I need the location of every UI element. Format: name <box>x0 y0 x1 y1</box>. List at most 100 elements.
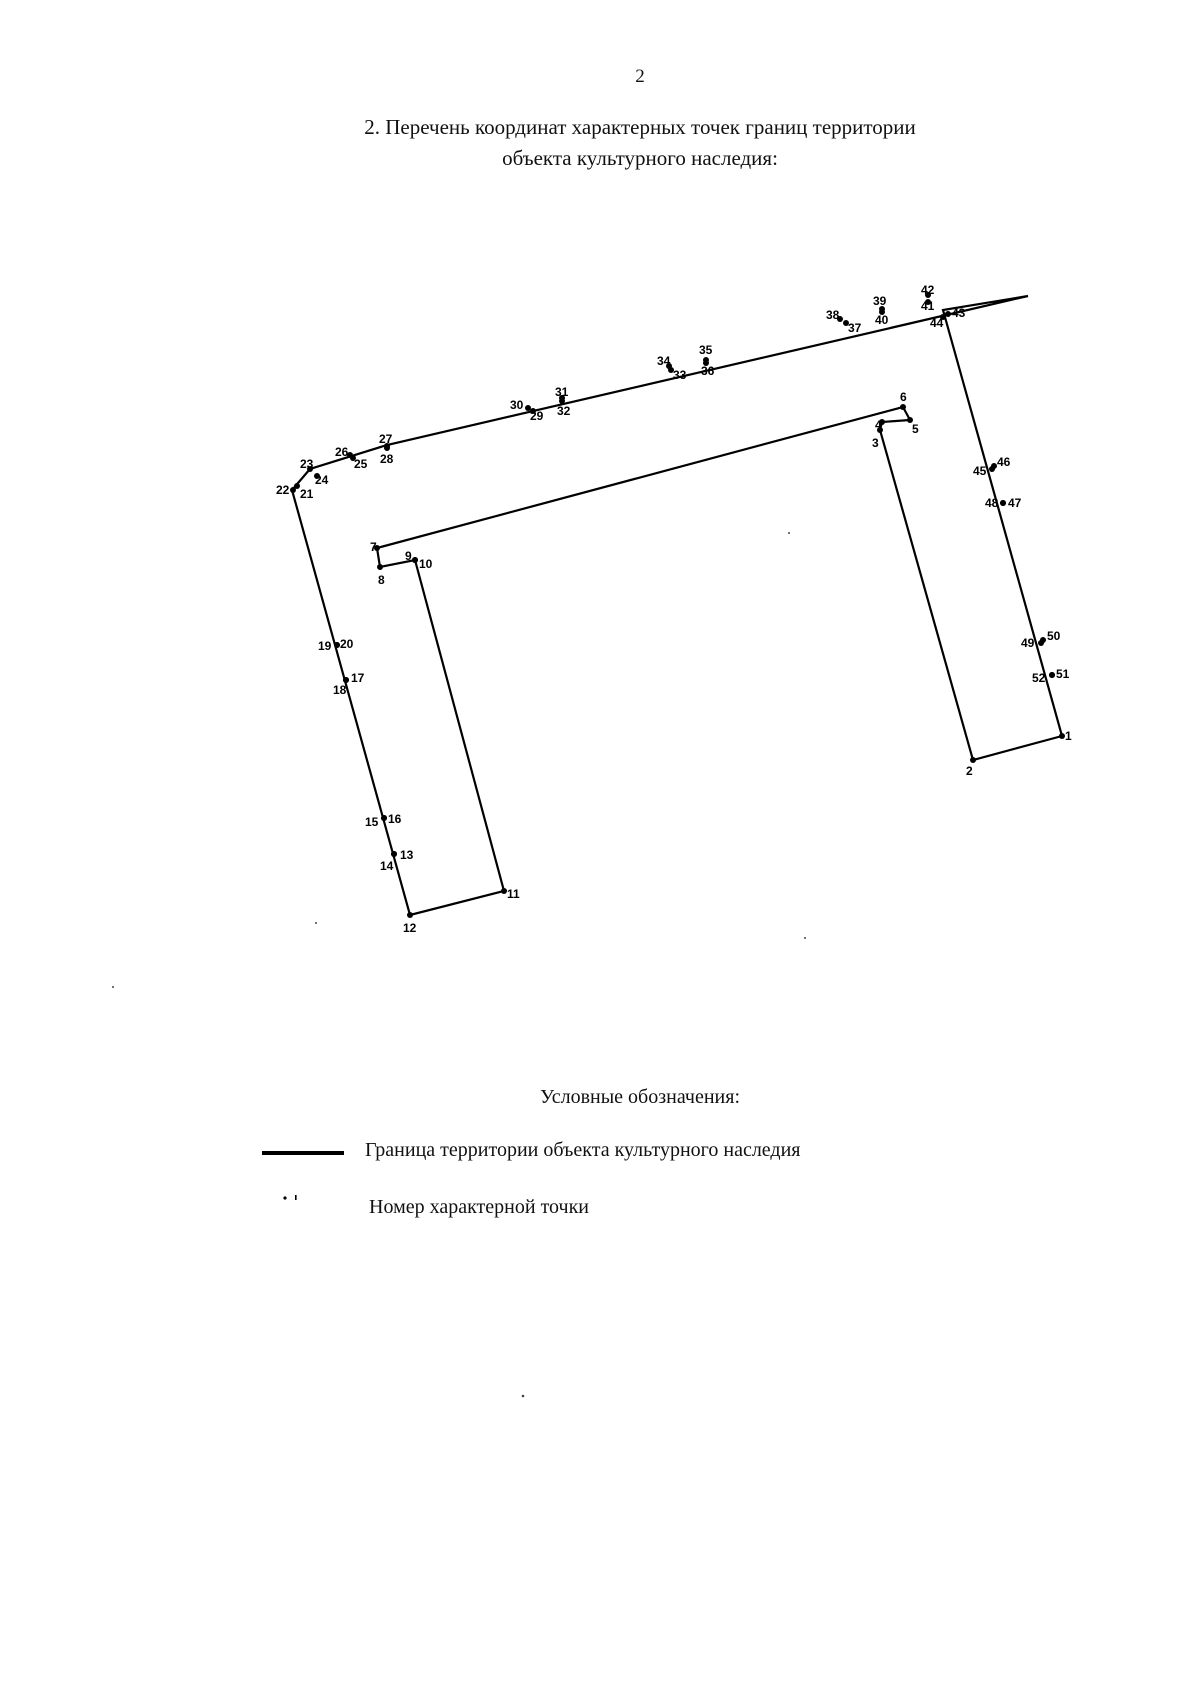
point-marker-10 <box>412 557 418 563</box>
point-marker-22 <box>290 487 296 493</box>
point-markers <box>290 292 1065 918</box>
point-label-3: 3 <box>872 436 879 450</box>
point-label-51: 51 <box>1056 667 1070 681</box>
point-label-48: 48 <box>985 496 999 510</box>
point-label-42: 42 <box>921 283 935 297</box>
point-label-25: 25 <box>354 457 368 471</box>
point-marker-6 <box>900 404 906 410</box>
point-marker-28 <box>384 445 390 451</box>
point-marker-52 <box>1049 672 1055 678</box>
point-label-22: 22 <box>276 483 290 497</box>
point-label-15: 15 <box>365 815 379 829</box>
point-marker-14 <box>391 851 397 857</box>
point-label-29: 29 <box>530 409 544 423</box>
page-number: 2 <box>635 66 645 87</box>
scan-speck <box>315 922 317 924</box>
point-label-30: 30 <box>510 398 524 412</box>
point-label-32: 32 <box>557 404 571 418</box>
point-label-31: 31 <box>555 385 569 399</box>
point-label-44: 44 <box>930 316 944 330</box>
point-label-45: 45 <box>973 464 987 478</box>
point-marker-41 <box>925 299 931 305</box>
point-marker-16 <box>381 815 387 821</box>
point-label-16: 16 <box>388 812 402 826</box>
point-label-39: 39 <box>873 294 887 308</box>
point-marker-44 <box>940 314 946 320</box>
scan-speck <box>804 937 806 939</box>
point-label-10: 10 <box>419 557 433 571</box>
point-marker-37 <box>843 320 849 326</box>
point-label-1: 1 <box>1065 729 1072 743</box>
point-label-5: 5 <box>912 422 919 436</box>
point-label-28: 28 <box>380 452 394 466</box>
point-label-38: 38 <box>826 308 840 322</box>
point-label-23: 23 <box>300 457 314 471</box>
point-label-40: 40 <box>875 313 889 327</box>
point-label-21: 21 <box>300 487 314 501</box>
point-label-52: 52 <box>1032 671 1046 685</box>
point-label-14: 14 <box>380 859 394 873</box>
point-marker-24 <box>314 473 320 479</box>
point-marker-42 <box>925 292 931 298</box>
legend-boundary-symbol <box>262 1151 344 1155</box>
point-marker-43 <box>945 311 951 317</box>
page-title-line-1: 2. Перечень координат характерных точек … <box>364 115 916 139</box>
legend-point-label: Номер характерной точки <box>369 1196 589 1218</box>
point-marker-50 <box>1040 637 1046 643</box>
point-marker-29 <box>530 408 536 414</box>
point-marker-7 <box>374 545 380 551</box>
point-marker-2 <box>970 757 976 763</box>
point-marker-32 <box>559 398 565 404</box>
point-label-33: 33 <box>673 368 687 382</box>
point-label-43: 43 <box>952 306 966 320</box>
point-marker-4 <box>879 419 885 425</box>
point-marker-8 <box>377 564 383 570</box>
point-marker-5 <box>907 417 913 423</box>
scan-speck <box>112 986 114 988</box>
point-label-26: 26 <box>335 445 349 459</box>
point-marker-40 <box>879 309 885 315</box>
point-marker-1 <box>1059 733 1065 739</box>
boundary-line <box>290 294 1064 917</box>
point-marker-46 <box>991 463 997 469</box>
page-title-line-2: объекта культурного наследия: <box>502 146 778 170</box>
point-label-8: 8 <box>378 573 385 587</box>
point-label-50: 50 <box>1047 629 1061 643</box>
legend-title: Условные обозначения: <box>539 1086 741 1108</box>
point-label-12: 12 <box>403 921 417 935</box>
point-label-47: 47 <box>1008 496 1022 510</box>
point-marker-20 <box>334 642 340 648</box>
point-label-19: 19 <box>318 639 332 653</box>
point-label-37: 37 <box>848 321 862 335</box>
point-label-17: 17 <box>351 671 365 685</box>
point-label-49: 49 <box>1021 636 1035 650</box>
point-label-18: 18 <box>333 683 347 697</box>
point-label-2: 2 <box>966 764 973 778</box>
point-marker-3 <box>877 427 883 433</box>
point-label-34: 34 <box>657 354 671 368</box>
point-marker-36 <box>703 360 709 366</box>
point-label-9: 9 <box>405 549 412 563</box>
point-marker-11 <box>501 888 507 894</box>
scan-speck <box>788 532 790 534</box>
point-label-41: 41 <box>921 299 935 313</box>
point-label-13: 13 <box>400 848 414 862</box>
legend-boundary-label: Граница территории объекта культурного н… <box>365 1139 801 1161</box>
point-label-36: 36 <box>701 364 715 378</box>
point-marker-26 <box>347 452 353 458</box>
point-label-27: 27 <box>379 432 393 446</box>
point-marker-21 <box>294 483 300 489</box>
point-label-7: 7 <box>370 540 377 554</box>
point-label-35: 35 <box>699 343 713 357</box>
point-label-6: 6 <box>900 390 907 404</box>
point-marker-12 <box>407 912 413 918</box>
point-label-24: 24 <box>315 473 329 487</box>
point-marker-23 <box>307 466 313 472</box>
point-label-11: 11 <box>507 887 520 901</box>
point-marker-18 <box>343 677 349 683</box>
point-label-20: 20 <box>340 637 354 651</box>
point-marker-38 <box>837 316 843 322</box>
legend-point-symbol <box>283 1195 297 1200</box>
